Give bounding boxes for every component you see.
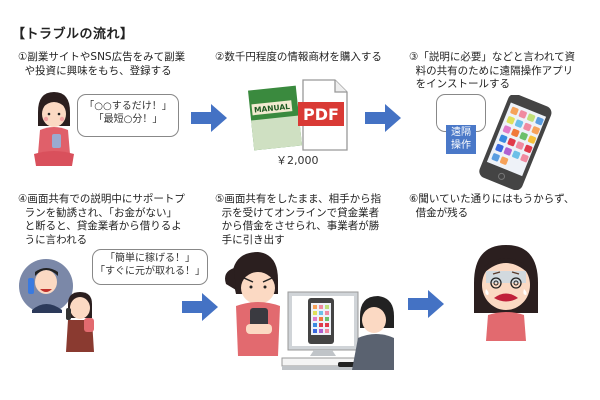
man-calling-woman-illustration xyxy=(19,259,94,352)
woman-phone-man-monitor-illustration xyxy=(225,252,394,370)
price-label: ￥2,000 xyxy=(276,154,319,167)
woman-icon xyxy=(34,92,74,166)
step-3-label: ③「説明に必要」などと言われて資 料の共有のために遠隔操作アプリ をインストール… xyxy=(409,51,576,90)
remote-operation-badge: 遠隔 操作 xyxy=(446,125,476,154)
man-at-computer-icon xyxy=(352,296,394,370)
man-on-phone-icon xyxy=(19,259,73,313)
worried-woman-icon xyxy=(66,292,94,352)
arrow-right-icon xyxy=(191,104,227,132)
monitor-app-icons xyxy=(313,305,329,333)
woman-with-phone-icon xyxy=(225,252,280,356)
woman-with-smartphone-illustration xyxy=(34,92,74,166)
computer-monitor-icon xyxy=(287,291,359,356)
smartphone-icon xyxy=(479,95,552,190)
speech-bubble-step-4: 「簡単に稼げる！」 「すぐに元が取れる！」 xyxy=(92,249,208,285)
step-5-label: ⑤画面共有をしたまま、相手から指 示を受けてオンラインで貸金業者 から借金をさせ… xyxy=(215,193,382,246)
arrow-right-icon xyxy=(365,104,401,132)
step-2-label: ②数千円程度の情報商材を購入する xyxy=(215,51,382,63)
manual-text: MANUAL xyxy=(254,102,291,115)
arrow-right-icon xyxy=(182,293,218,321)
pdf-file-icon: PDF xyxy=(298,79,348,151)
speech-bubble-step-1: 「○○するだけ！」 「最短○分！」 xyxy=(77,94,179,137)
speech-bubble-step-3: 遠隔 操作 xyxy=(436,94,486,154)
manual-book-icon: MANUAL xyxy=(247,85,303,151)
page-title: 【トラブルの流れ】 xyxy=(12,27,134,42)
distressed-woman-illustration xyxy=(474,245,538,341)
distressed-woman-icon xyxy=(474,245,538,341)
arrow-right-icon xyxy=(408,290,444,318)
app-icons xyxy=(491,106,544,165)
smartphone-apps-illustration xyxy=(479,95,552,190)
pdf-text: PDF xyxy=(303,105,339,124)
manual-and-pdf-illustration: MANUAL PDF xyxy=(247,79,348,151)
step-4-label: ④画面共有での説明中にサポートプ ランを勧誘され、「お金がない」 と断ると、貸金… xyxy=(18,193,185,246)
step-1-label: ①副業サイトやSNS広告をみて副業 や投資に興味をもち、登録する xyxy=(18,51,186,77)
step-6-label: ⑥聞いていた通りにはもうからず、 借金が残る xyxy=(409,193,575,219)
dizzy-eye-icon xyxy=(490,277,522,289)
